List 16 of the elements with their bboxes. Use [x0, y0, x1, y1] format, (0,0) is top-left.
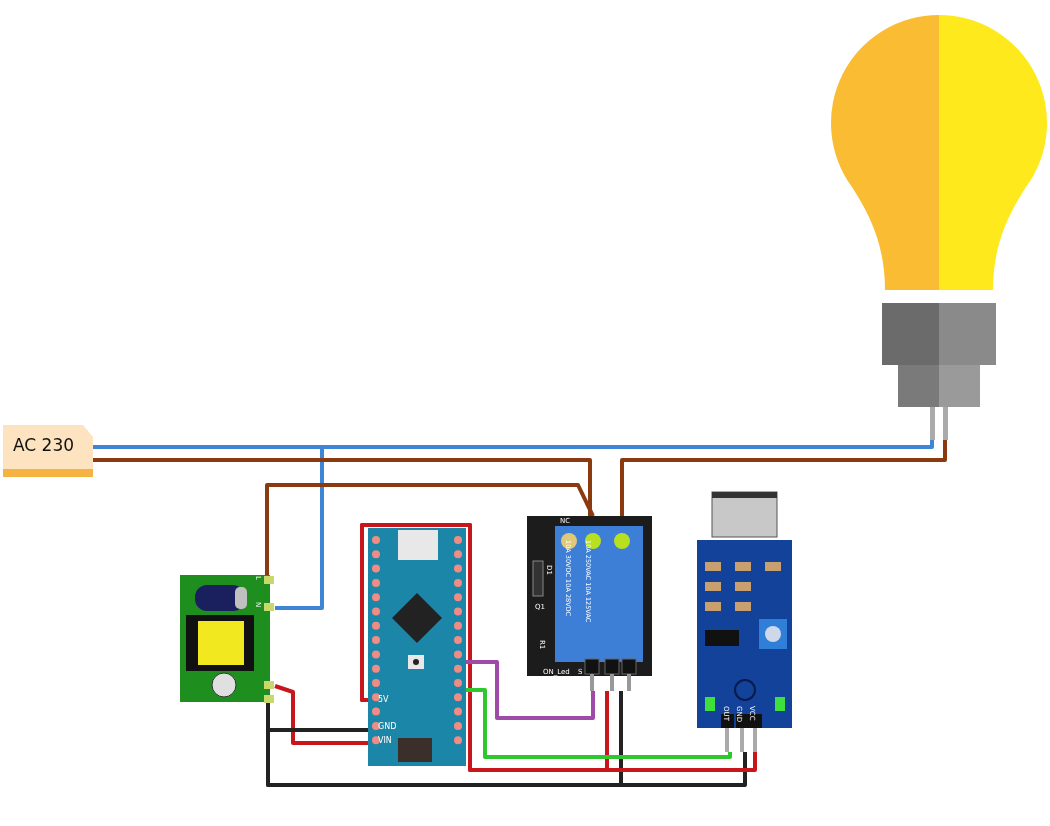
light-bulb-drawing	[830, 15, 1048, 440]
wire	[265, 483, 595, 575]
microcontroller-board-drawing	[368, 528, 466, 766]
wire	[466, 688, 732, 759]
sound-sensor-drawing	[697, 492, 792, 752]
wire	[620, 440, 947, 516]
wire	[274, 684, 368, 745]
wire	[93, 445, 324, 610]
pin-label: 5V	[378, 695, 389, 704]
note-box	[3, 425, 93, 477]
wire	[466, 660, 595, 720]
wire	[93, 458, 592, 516]
wire	[360, 523, 757, 772]
power-module-drawing	[180, 575, 275, 702]
relay-module-drawing	[527, 516, 652, 691]
note-text: AC 230	[13, 435, 75, 455]
